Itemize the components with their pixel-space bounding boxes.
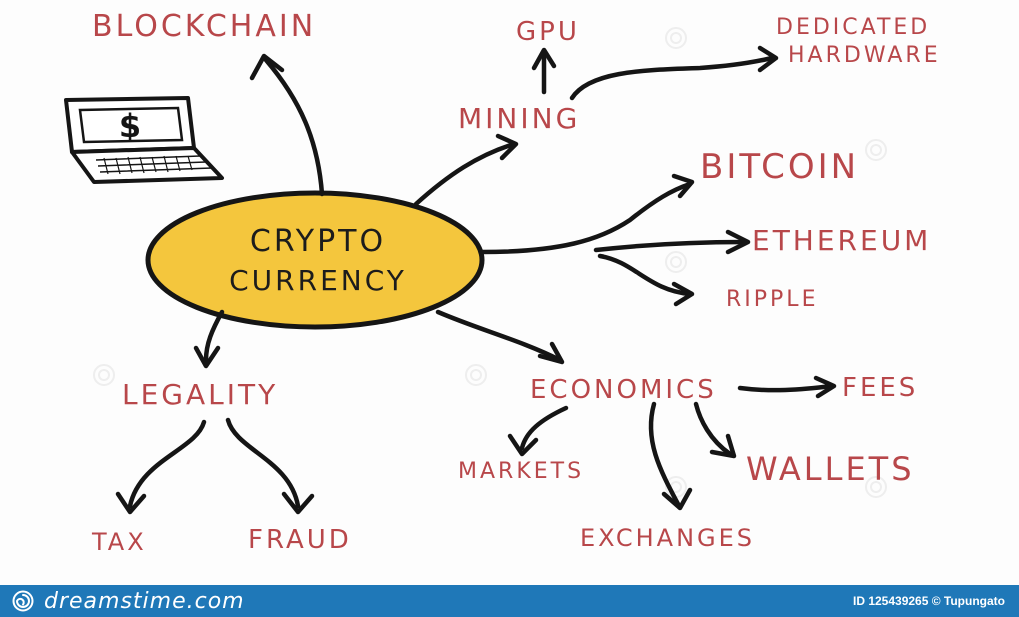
arrow-to-dedicated-hardware	[569, 55, 775, 101]
label-wallets: WALLETS	[746, 450, 915, 488]
label-ripple: RIPPLE	[726, 287, 818, 312]
arrow-to-legality	[203, 309, 225, 363]
label-legality: LEGALITY	[122, 378, 278, 411]
image-id-credit: ID 125439265 © Tupungato	[853, 594, 1005, 608]
label-fees: FEES	[842, 373, 918, 403]
svg-text:$: $	[119, 107, 141, 145]
label-markets: MARKETS	[458, 459, 584, 484]
brand[interactable]: dreamstime.com	[12, 589, 245, 614]
arrow-to-tax	[127, 419, 207, 509]
laptop-dollar-icon: $	[64, 96, 224, 184]
center-ellipse	[145, 190, 485, 330]
label-fraud: FRAUD	[248, 525, 352, 555]
label-tax: TAX	[91, 528, 147, 556]
footer-bar: dreamstime.com ID 125439265 © Tupungato	[0, 585, 1019, 617]
label-exchanges: EXCHANGES	[580, 524, 755, 552]
center-node: CRYPTO CURRENCY	[145, 190, 485, 330]
arrow-to-economics	[435, 309, 563, 363]
labels: BLOCKCHAIN GPU DEDICATED HARDWARE MINING…	[91, 9, 941, 556]
arrow-to-fees	[737, 383, 835, 393]
arrow-to-wallets	[693, 401, 733, 457]
center-label-line1: CRYPTO	[250, 224, 386, 259]
arrow-to-ripple	[597, 253, 693, 297]
arrow-to-markets	[519, 405, 569, 451]
arrow-to-blockchain	[263, 57, 325, 197]
watermark-swirls	[93, 27, 887, 498]
arrow-to-ethereum	[593, 239, 747, 253]
arrows	[115, 45, 837, 515]
arrow-to-fraud	[225, 417, 301, 509]
arrow-to-exchanges	[648, 401, 681, 507]
label-hardware: HARDWARE	[788, 43, 941, 68]
label-mining: MINING	[458, 102, 580, 135]
dreamstime-swirl-icon	[12, 590, 34, 612]
label-dedicated: DEDICATED	[776, 15, 930, 40]
center-label-line2: CURRENCY	[229, 264, 407, 297]
arrow-to-mining	[413, 141, 517, 207]
label-bitcoin: BITCOIN	[700, 147, 859, 187]
mind-map: $ CRYPTO CURRENCY	[64, 9, 941, 556]
brand-name: dreamstime.com	[44, 588, 245, 614]
label-ethereum: ETHEREUM	[752, 224, 931, 257]
label-blockchain: BLOCKCHAIN	[92, 9, 316, 44]
arrow-to-bitcoin	[479, 181, 693, 255]
label-economics: ECONOMICS	[530, 375, 717, 405]
label-gpu: GPU	[516, 17, 580, 47]
